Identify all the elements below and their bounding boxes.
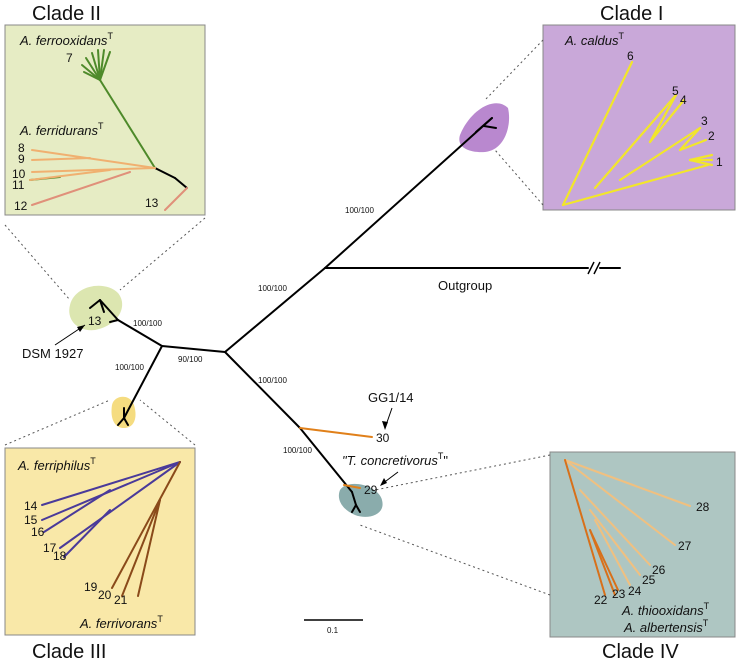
- clade2-species-b: A. ferriduransT: [19, 121, 104, 138]
- leaf-label: 12: [14, 199, 28, 213]
- leaf-label: 17: [43, 541, 57, 555]
- main-tree: [69, 103, 621, 517]
- clade3-tree: [41, 461, 181, 597]
- clade3-species-a: A. ferriphilusT: [17, 456, 96, 473]
- bootstrap-label: 100/100: [283, 446, 312, 455]
- leaf-label: 3: [701, 114, 708, 128]
- clade4-species-a: A. thiooxidansT: [621, 601, 710, 618]
- bootstrap-label: 100/100: [258, 284, 287, 293]
- leaf-label: 16: [31, 525, 45, 539]
- leaf-label: 18: [53, 549, 67, 563]
- leaf-label: 11: [12, 178, 25, 192]
- dsm-number: 13: [88, 314, 102, 328]
- leaf-label: 20: [98, 588, 112, 602]
- leaf-label: 4: [680, 93, 687, 107]
- leaf-label: 7: [66, 51, 73, 65]
- clade2-blob: [69, 285, 123, 331]
- leaf-label: 19: [84, 580, 98, 594]
- clade2-tree: [29, 49, 188, 211]
- leaf-label: 10: [12, 167, 26, 181]
- bootstrap-label: 100/100: [258, 376, 287, 385]
- bootstrap-label: 90/100: [178, 355, 203, 364]
- clade4-species-b: A. albertensisT: [623, 618, 709, 635]
- leaf-label: 27: [678, 539, 692, 553]
- leaf-label: 13: [145, 196, 159, 210]
- tconc-arrowhead: [380, 478, 387, 486]
- leaf-label: 28: [696, 500, 710, 514]
- clade3-title: Clade III: [32, 641, 106, 663]
- clade2-panel: [4, 24, 206, 216]
- clade1-tree: [561, 60, 714, 207]
- leaf-label: 14: [24, 499, 38, 513]
- clade1-species: A. caldusT: [564, 31, 624, 48]
- leaf-label: 23: [612, 587, 626, 601]
- dsm-label: DSM 1927: [22, 346, 83, 361]
- leaf-label: 5: [672, 84, 679, 98]
- gg-label: GG1/14: [368, 390, 414, 405]
- gg-arrowhead: [382, 421, 388, 430]
- clade3-panel: [4, 447, 196, 636]
- leaf-label: 15: [24, 513, 38, 527]
- leaf-label: 6: [627, 49, 634, 63]
- leaf-label: 21: [114, 593, 128, 607]
- outgroup-break: [587, 261, 601, 275]
- tconc-number: 29: [364, 483, 378, 497]
- bootstrap-label: 100/100: [345, 206, 374, 215]
- leaf-label: 8: [18, 141, 25, 155]
- clade4-blob: [338, 483, 383, 517]
- dsm-arrowhead: [77, 325, 85, 332]
- gg-number: 30: [376, 431, 390, 445]
- leaf-label: 24: [628, 584, 642, 598]
- leaf-label: 26: [652, 563, 666, 577]
- clade1-blob: [459, 103, 510, 153]
- outgroup-label: Outgroup: [438, 278, 492, 293]
- orange-branches: [299, 427, 373, 489]
- leaf-label: 9: [18, 152, 25, 166]
- leaf-label: 25: [642, 573, 656, 587]
- clade1-title: Clade I: [600, 3, 663, 25]
- clade2-title: Clade II: [32, 3, 101, 25]
- tconc-label: "T. concretivorusT": [342, 451, 448, 468]
- clade4-title: Clade IV: [602, 641, 679, 663]
- zoom-connectors: [4, 39, 551, 596]
- clade4-panel: [549, 451, 736, 638]
- scale-label: 0.1: [327, 626, 339, 635]
- leaf-label: 2: [708, 129, 715, 143]
- clade2-species-a: A. ferrooxidansT: [19, 31, 113, 48]
- bootstrap-label: 100/100: [133, 319, 162, 328]
- clade3-species-b: A. ferrivoransT: [79, 614, 163, 631]
- bootstrap-label: 100/100: [115, 363, 144, 372]
- clade4-tree: [564, 459, 691, 596]
- leaf-label: 1: [716, 155, 723, 169]
- leaf-label: 22: [594, 593, 608, 607]
